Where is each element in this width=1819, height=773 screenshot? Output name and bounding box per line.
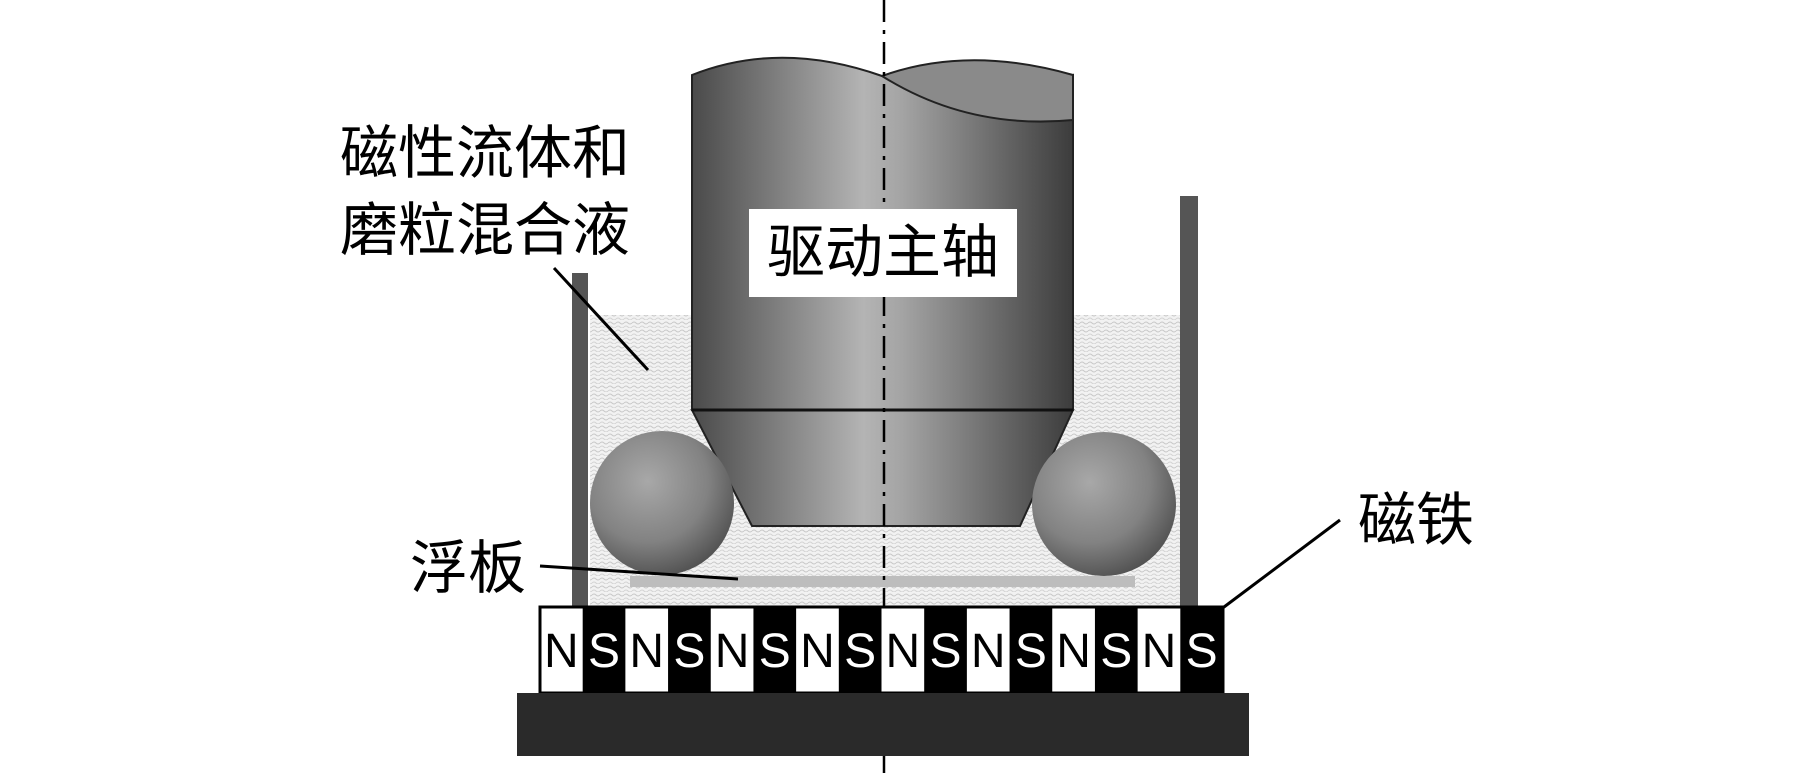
magnet-pole-label: N: [971, 625, 1006, 678]
fluid-leader-line: [552, 266, 650, 372]
magnet-pole-cell: [966, 607, 1011, 693]
container-right-wall: [1180, 196, 1198, 610]
magnet-pole-cell: [838, 607, 882, 693]
magnet-pole-cell: [710, 607, 754, 693]
magnet-pole-label: N: [544, 625, 579, 678]
magnet-pole-label: N: [800, 625, 835, 678]
magnet-pole-cell: [1094, 607, 1139, 693]
magnet-pole-cell: [625, 607, 669, 693]
magnet-pole-label: N: [629, 625, 664, 678]
magnet-pole-cell: [881, 607, 925, 693]
magnet-pole-label: S: [759, 625, 791, 678]
magnet-pole-label: N: [1056, 625, 1091, 678]
spindle-label-box: [749, 209, 1017, 297]
magnet-pole-cell: [668, 607, 712, 693]
base-plate: [517, 693, 1249, 756]
magnet-pole-label: N: [1142, 625, 1177, 678]
magnet-pole-cell: [924, 607, 968, 693]
float-leader-line: [539, 564, 739, 581]
magnet-pole-cell: [1009, 607, 1053, 693]
magnet-pole-label: S: [1100, 625, 1132, 678]
spindle-label: 驱动主轴: [767, 218, 999, 286]
ball-right: [1032, 432, 1176, 576]
magnet-label: 磁铁: [1358, 486, 1474, 554]
magnet-pole-label: S: [930, 625, 962, 678]
magnet-pole-label: N: [715, 625, 750, 678]
fluid-label-line1: 磁性流体和: [340, 119, 630, 187]
magnet-pole-cell: [540, 607, 584, 693]
float-label: 浮板: [410, 534, 526, 602]
magnet-pole-cell: [1180, 607, 1224, 693]
magnet-pole-cell: [796, 607, 840, 693]
container-left-wall: [572, 273, 588, 610]
magnet-pole-cell: [582, 607, 626, 693]
magnet-pole-cell: [753, 607, 797, 693]
magnet-pole-label: N: [886, 625, 921, 678]
magnet-leader-line: [1219, 518, 1341, 612]
magnet-pole-label: S: [844, 625, 876, 678]
magnet-pole-label: S: [673, 625, 705, 678]
magnet-pole-label: S: [588, 625, 620, 678]
magnet-pole-label: S: [1186, 625, 1218, 678]
fluid-label-line2: 磨粒混合液: [340, 196, 630, 264]
magnet-pole-cell: [1052, 607, 1096, 693]
float-plate: [630, 576, 1135, 587]
magnet-pole-label: S: [1015, 625, 1047, 678]
ball-left: [590, 431, 734, 575]
magnet-pole-cell: [1137, 607, 1181, 693]
